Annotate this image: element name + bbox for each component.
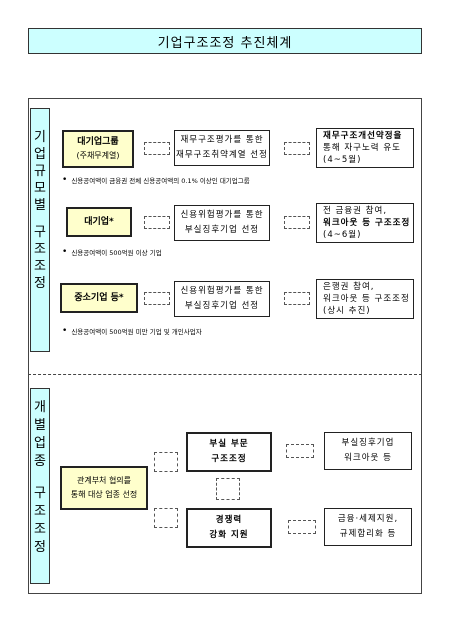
industry-selection-box: 관계부처 협의를 통해 대상 업종 선정 — [60, 466, 148, 510]
company-type-label: 중소기업 등* — [74, 293, 124, 303]
support-box: 금융·세제지원, 규제합리화 등 — [324, 508, 412, 546]
connector-dashed — [286, 444, 314, 458]
action-line: 은행권 참여, — [323, 282, 375, 292]
evaluation-line: 신용위험평가를 통한 — [180, 210, 264, 220]
evaluation-line: 부실징후기업 선정 — [184, 301, 260, 311]
workout-line: 부실징후기업 — [341, 438, 395, 448]
action-line: (상시 추진) — [323, 306, 371, 316]
bullet-icon: • — [62, 326, 68, 336]
vlabel-char: 별 — [34, 198, 46, 213]
vlabel-char: 정 — [34, 276, 46, 291]
company-type-sme: 중소기업 등* — [60, 283, 138, 313]
workout-box: 부실징후기업 워크아웃 등 — [324, 432, 412, 470]
action-line: 워크아웃 등 구조조정 — [323, 294, 410, 304]
company-type-label: 대기업그룹 — [77, 137, 119, 147]
industry-selection-line: 관계부처 협의를 — [76, 476, 132, 485]
action-line: (4~5월) — [323, 155, 362, 165]
connector-dashed — [144, 216, 170, 229]
vlabel-char: 조 — [34, 522, 46, 537]
vertical-label-company-size: 기 업 규 모 별 구 조 조 정 — [30, 108, 50, 352]
vlabel-char: 기 — [34, 130, 46, 145]
action-line: (4~6월) — [323, 230, 362, 240]
action-line: 워크아웃 등 구조조정 — [323, 218, 411, 228]
competitiveness-line: 경쟁력 — [215, 515, 243, 525]
action-box: 전 금융권 참여, 워크아웃 등 구조조정 (4~6월) — [316, 203, 414, 243]
vlabel-char: 구 — [34, 225, 46, 240]
company-type-large: 대기업* — [66, 207, 132, 237]
vlabel-char: 규 — [34, 164, 46, 179]
section-divider — [28, 374, 422, 375]
evaluation-box: 신용위험평가를 통한 부실징후기업 선정 — [174, 205, 270, 241]
support-line: 규제합리화 등 — [339, 529, 397, 539]
connector-dashed — [284, 292, 310, 305]
diagram-frame — [28, 98, 422, 594]
vlabel-char: 모 — [34, 181, 46, 196]
footnote-text: 신용공여액이 금융권 전체 신용공여액의 0.1% 이상인 대기업그룹 — [71, 177, 250, 185]
evaluation-line: 부실징후기업 선정 — [184, 225, 260, 235]
footnote: • 신용공여액이 500억원 미만 기업 및 개인사업자 — [62, 325, 412, 337]
evaluation-line: 신용위험평가를 통한 — [180, 286, 264, 296]
workout-line: 워크아웃 등 — [344, 453, 392, 463]
footnote-text: 신용공여액이 500억원 이상 기업 — [71, 249, 162, 257]
vlabel-char: 조 — [34, 504, 46, 519]
vlabel-char: 업 — [34, 147, 46, 162]
vlabel-char: 조 — [34, 259, 46, 274]
vlabel-char: 구 — [34, 486, 46, 501]
vlabel-char: 개 — [34, 400, 46, 415]
connector-dashed — [216, 478, 240, 500]
connector-dashed — [144, 292, 170, 305]
connector-dashed — [284, 142, 310, 155]
connector-dashed — [144, 142, 170, 155]
action-line: 통해 자구노력 유도 — [323, 143, 401, 153]
competitiveness-line: 강화 지원 — [209, 530, 249, 540]
footnote: • 신용공여액이 500억원 이상 기업 — [62, 246, 412, 258]
evaluation-box: 신용위험평가를 통한 부실징후기업 선정 — [174, 281, 270, 317]
bullet-icon: • — [62, 247, 68, 257]
action-line: 재무구조개선약정을 — [323, 131, 403, 141]
competitiveness-box: 경쟁력 강화 지원 — [186, 508, 272, 548]
vlabel-char: 종 — [34, 454, 46, 469]
action-box: 재무구조개선약정을 통해 자구노력 유도 (4~5월) — [316, 128, 414, 168]
vlabel-char: 별 — [34, 418, 46, 433]
connector-dashed — [284, 216, 310, 229]
connector-dashed — [288, 520, 316, 534]
bullet-icon: • — [62, 175, 68, 185]
industry-selection-line: 통해 대상 업종 선정 — [70, 490, 138, 499]
support-line: 금융·세제지원, — [337, 514, 399, 524]
evaluation-line: 재무구조취약계열 선정 — [176, 150, 268, 160]
restructuring-line: 부실 부문 — [209, 439, 249, 449]
vlabel-char: 정 — [34, 540, 46, 555]
evaluation-box: 재무구조평가를 통한 재무구조취약계열 선정 — [174, 130, 270, 166]
connector-dashed — [154, 508, 178, 528]
company-type-sublabel: (주채무계열) — [76, 151, 120, 160]
footnote-text: 신용공여액이 500억원 미만 기업 및 개인사업자 — [71, 328, 202, 336]
action-box: 은행권 참여, 워크아웃 등 구조조정 (상시 추진) — [316, 279, 414, 319]
action-line: 전 금융권 참여, — [323, 206, 388, 216]
company-type-large-group: 대기업그룹 (주채무계열) — [62, 130, 134, 168]
footnote: • 신용공여액이 금융권 전체 신용공여액의 0.1% 이상인 대기업그룹 — [62, 174, 412, 186]
vlabel-char: 조 — [34, 242, 46, 257]
restructuring-box: 부실 부문 구조조정 — [186, 432, 272, 472]
connector-dashed — [154, 452, 178, 472]
restructuring-line: 구조조정 — [211, 454, 247, 464]
company-type-label: 대기업* — [84, 217, 114, 227]
vlabel-char: 업 — [34, 436, 46, 451]
page-title: 기업구조조정 추진체계 — [28, 28, 422, 54]
vertical-label-industry: 개 별 업 종 구 조 조 정 — [30, 388, 50, 584]
evaluation-line: 재무구조평가를 통한 — [180, 135, 264, 145]
